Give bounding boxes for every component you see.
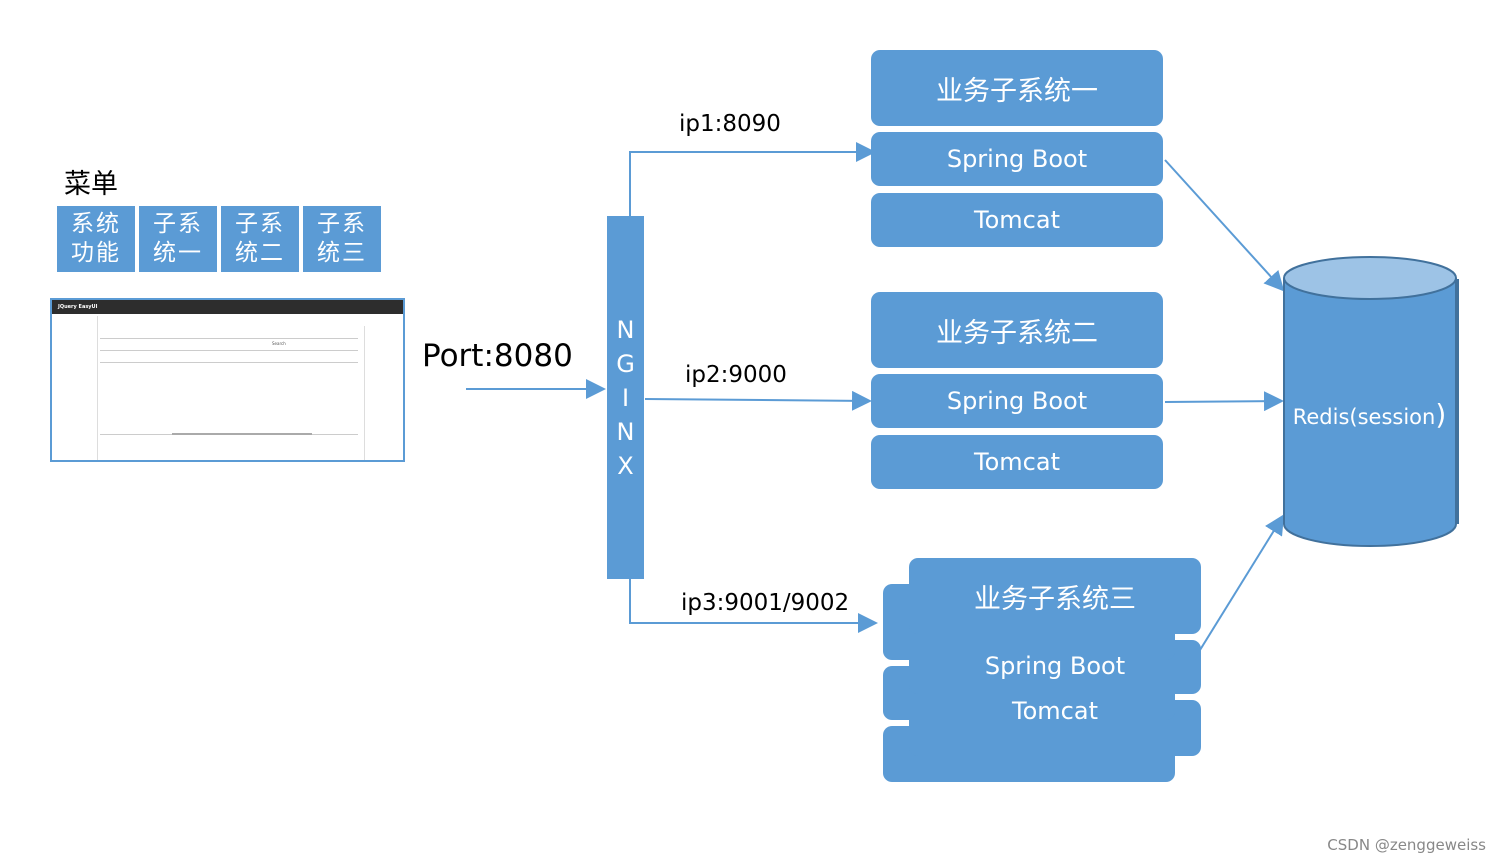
arrow-sub3-to-redis	[1199, 514, 1285, 651]
subsystem-2-title: 业务子系统二	[871, 292, 1163, 368]
thumbnail-search-button: Search	[272, 341, 286, 346]
subsystem-1-framework: Spring Boot	[871, 132, 1163, 186]
nginx-letter: N	[616, 417, 635, 446]
subsystem-3-title: 业务子系统三	[909, 558, 1201, 634]
route-label-3: ip3:9001/9002	[681, 590, 850, 616]
subsystem-2-server: Tomcat	[871, 435, 1163, 489]
menu-title: 菜单	[64, 169, 118, 200]
arrow-nginx-to-sub2	[644, 390, 872, 411]
menu-item-sub3[interactable]: 子系 统三	[303, 206, 381, 272]
thumbnail-divider	[100, 350, 358, 351]
nginx-bar: N G I N X	[607, 216, 644, 579]
thumbnail-topbar: JQuery EasyUI	[52, 300, 403, 314]
redis-label: Redis(session)	[1284, 398, 1455, 431]
route-label-2: ip2:9000	[685, 362, 787, 388]
arrow-sub2-to-redis	[1164, 391, 1284, 412]
thumbnail-brand: JQuery EasyUI	[58, 304, 98, 310]
thumbnail-scrollbar	[172, 433, 312, 435]
thumbnail-sidebar	[54, 316, 98, 460]
subsystem-1-title: 业务子系统一	[871, 50, 1163, 126]
nginx-letter: G	[616, 349, 635, 378]
redis-cylinder-caps	[1283, 256, 1457, 547]
subsystem-3-server: Tomcat	[1012, 697, 1098, 725]
port-label: Port:8080	[422, 338, 573, 374]
arrow-nginx-to-sub3	[629, 579, 878, 633]
menu-item-sub2[interactable]: 子系 统二	[221, 206, 299, 272]
watermark: CSDN @zenggeweiss	[1327, 836, 1486, 854]
thumbnail-divider	[100, 362, 358, 363]
redis-label-text: Redis(session	[1292, 405, 1436, 429]
thumbnail-right-panel	[364, 326, 405, 460]
redis-label-paren: )	[1435, 398, 1447, 431]
menu-item-system[interactable]: 系统 功能	[57, 206, 135, 272]
subsystem-1-server: Tomcat	[871, 193, 1163, 247]
subsystem-3-framework: Spring Boot	[984, 652, 1126, 680]
app-screenshot-thumbnail: JQuery EasyUI Search	[50, 298, 405, 462]
menu-item-sub1[interactable]: 子系 统一	[139, 206, 217, 272]
nginx-letter: I	[621, 383, 630, 412]
subsystem-2-framework: Spring Boot	[871, 374, 1163, 428]
route-label-1: ip1:8090	[679, 111, 781, 137]
nginx-letter: X	[617, 451, 634, 480]
arrow-nginx-to-sub1	[629, 142, 876, 216]
thumbnail-divider	[100, 338, 358, 339]
nginx-letter: N	[616, 315, 635, 344]
arrow-sub1-to-redis	[1164, 159, 1285, 292]
